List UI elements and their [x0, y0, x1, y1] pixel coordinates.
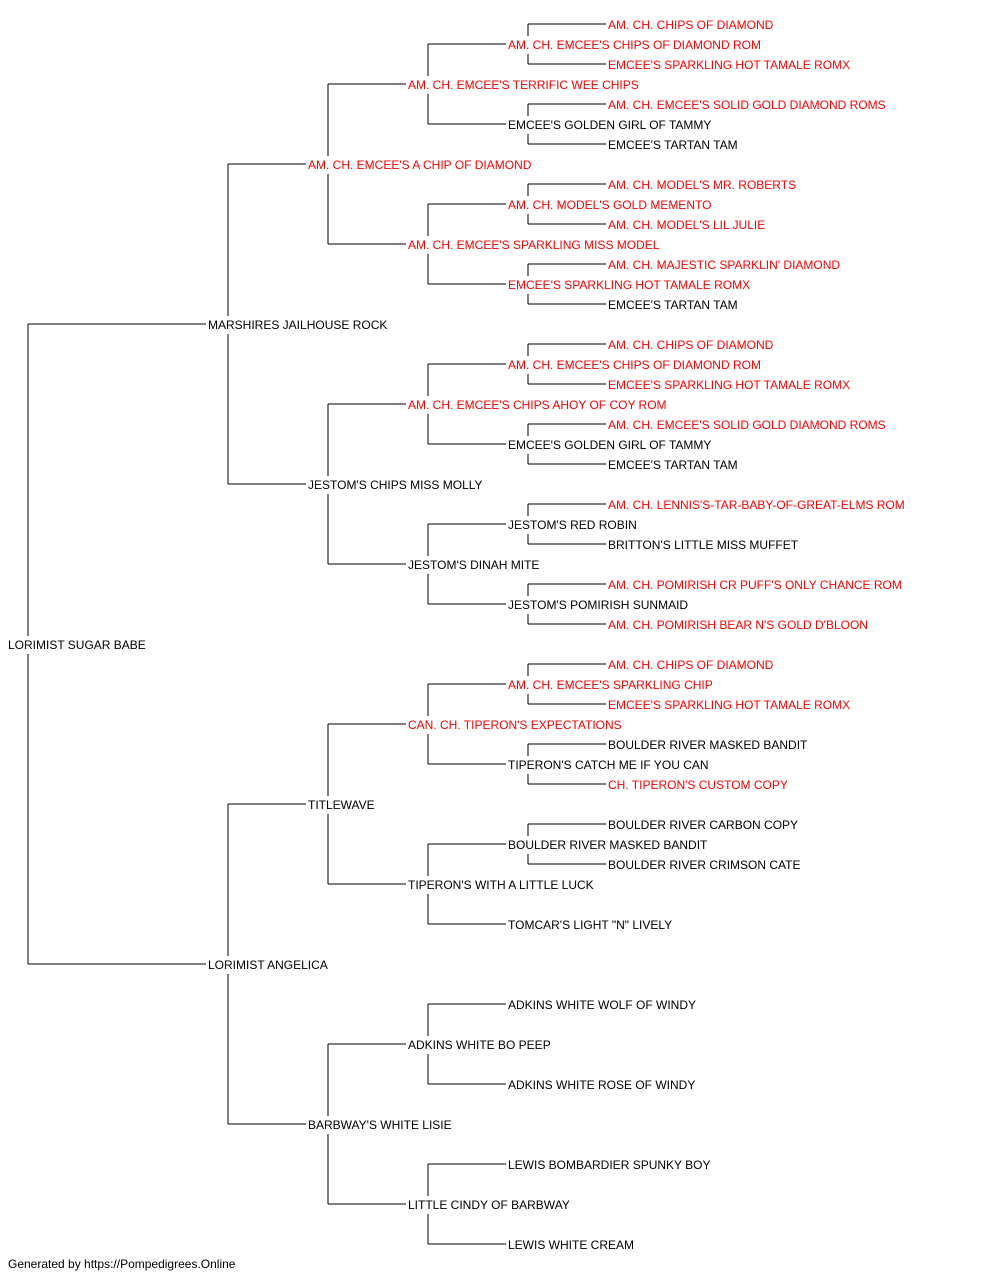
ancestor-name: AM. CH. POMIRISH BEAR N'S GOLD D'BLOON [608, 618, 868, 632]
ancestor-name: CH. TIPERON'S CUSTOM COPY [608, 778, 788, 792]
ancestor-name: MARSHIRES JAILHOUSE ROCK [208, 318, 387, 332]
ancestor-name: EMCEE'S SPARKLING HOT TAMALE ROMX [608, 58, 850, 72]
ancestor-name: AM. CH. MODEL'S GOLD MEMENTO [508, 198, 711, 212]
ancestor-name: EMCEE'S GOLDEN GIRL OF TAMMY [508, 118, 711, 132]
ancestor-name: AM. CH. POMIRISH CR PUFF'S ONLY CHANCE R… [608, 578, 902, 592]
footer-credit: Generated by https://Pompedigrees.Online [8, 1257, 236, 1271]
ancestor-name: BOULDER RIVER MASKED BANDIT [508, 838, 708, 852]
ancestor-name: AM. CH. CHIPS OF DIAMOND [608, 18, 774, 32]
ancestor-name: JESTOM'S CHIPS MISS MOLLY [308, 478, 483, 492]
ancestor-name: AM. CH. MODEL'S MR. ROBERTS [608, 178, 796, 192]
ancestor-name: BOULDER RIVER MASKED BANDIT [608, 738, 808, 752]
ancestor-name: EMCEE'S TARTAN TAM [608, 458, 738, 472]
ancestor-name: TOMCAR'S LIGHT "N" LIVELY [508, 918, 672, 932]
ancestor-name: ADKINS WHITE BO PEEP [408, 1038, 551, 1052]
ancestor-name: AM. CH. EMCEE'S CHIPS OF DIAMOND ROM [508, 38, 761, 52]
ancestor-name: LITTLE CINDY OF BARBWAY [408, 1198, 570, 1212]
pedigree-names: LORIMIST SUGAR BABE MARSHIRES JAILHOUSE R… [8, 18, 905, 1252]
ancestor-name: BARBWAY'S WHITE LISIE [308, 1118, 452, 1132]
ancestor-name: JESTOM'S RED ROBIN [508, 518, 637, 532]
ancestor-name: AM. CH. EMCEE'S SPARKLING MISS MODEL [408, 238, 660, 252]
ancestor-name: AM. CH. CHIPS OF DIAMOND [608, 338, 774, 352]
ancestor-name: TIPERON'S WITH A LITTLE LUCK [408, 878, 594, 892]
ancestor-name: JESTOM'S DINAH MITE [408, 558, 539, 572]
ancestor-name: ADKINS WHITE WOLF OF WINDY [508, 998, 696, 1012]
ancestor-name: LEWIS WHITE CREAM [508, 1238, 634, 1252]
ancestor-name: EMCEE'S SPARKLING HOT TAMALE ROMX [608, 698, 850, 712]
ancestor-name: LEWIS BOMBARDIER SPUNKY BOY [508, 1158, 711, 1172]
ancestor-name: BOULDER RIVER CARBON COPY [608, 818, 798, 832]
ancestor-name: EMCEE'S TARTAN TAM [608, 298, 738, 312]
ancestor-name: CAN. CH. TIPERON'S EXPECTATIONS [408, 718, 622, 732]
ancestor-name: AM. CH. EMCEE'S CHIPS AHOY OF COY ROM [408, 398, 667, 412]
ancestor-name: ADKINS WHITE ROSE OF WINDY [508, 1078, 695, 1092]
ancestor-name: AM. CH. EMCEE'S A CHIP OF DIAMOND [308, 158, 532, 172]
ancestor-name: AM. CH. MAJESTIC SPARKLIN' DIAMOND [608, 258, 840, 272]
ancestor-name: AM. CH. MODEL'S LIL JULIE [608, 218, 765, 232]
ancestor-name: EMCEE'S GOLDEN GIRL OF TAMMY [508, 438, 711, 452]
ancestor-name: AM. CH. LENNIS'S-TAR-BABY-OF-GREAT-ELMS … [608, 498, 905, 512]
ancestor-name: AM. CH. CHIPS OF DIAMOND [608, 658, 774, 672]
ancestor-name: BOULDER RIVER CRIMSON CATE [608, 858, 800, 872]
ancestor-name: AM. CH. EMCEE'S SOLID GOLD DIAMOND ROMS [608, 98, 886, 112]
ancestor-name: AM. CH. EMCEE'S TERRIFIC WEE CHIPS [408, 78, 639, 92]
ancestor-name: TITLEWAVE [308, 798, 375, 812]
ancestor-name: EMCEE'S SPARKLING HOT TAMALE ROMX [608, 378, 850, 392]
ancestor-name: LORIMIST ANGELICA [208, 958, 328, 972]
connector-lines [27, 23, 606, 1245]
subject-name: LORIMIST SUGAR BABE [8, 638, 146, 652]
ancestor-name: AM. CH. EMCEE'S SPARKLING CHIP [508, 678, 713, 692]
ancestor-name: JESTOM'S POMIRISH SUNMAID [508, 598, 688, 612]
ancestor-name: BRITTON'S LITTLE MISS MUFFET [608, 538, 799, 552]
ancestor-name: AM. CH. EMCEE'S CHIPS OF DIAMOND ROM [508, 358, 761, 372]
ancestor-name: EMCEE'S SPARKLING HOT TAMALE ROMX [508, 278, 750, 292]
ancestor-name: TIPERON'S CATCH ME IF YOU CAN [508, 758, 709, 772]
ancestor-name: AM. CH. EMCEE'S SOLID GOLD DIAMOND ROMS [608, 418, 886, 432]
ancestor-name: EMCEE'S TARTAN TAM [608, 138, 738, 152]
